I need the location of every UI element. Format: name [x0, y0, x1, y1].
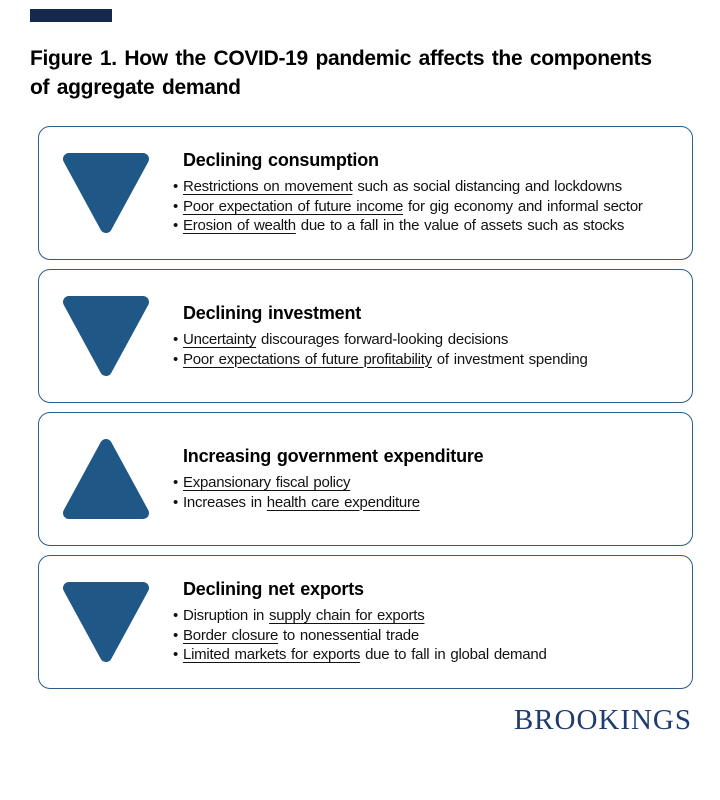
bullet-dot: • [173, 197, 179, 215]
bullet-text: Poor expectations of future profitabilit… [183, 350, 588, 368]
bullet-text: Border closure to nonessential trade [183, 626, 419, 644]
bullet-item: •Disruption in supply chain for exports [173, 606, 680, 626]
triangle-icon-column [39, 437, 173, 521]
bullet-item: •Increases in health care expenditure [173, 493, 680, 513]
figure-title: Figure 1. How the COVID-19 pandemic affe… [30, 44, 700, 102]
bullet-dot: • [173, 607, 179, 625]
box-text-column: Declining consumption •Restrictions on m… [173, 150, 692, 236]
brookings-logo: BROOKINGS [513, 704, 692, 736]
box-text-column: Declining net exports •Disruption in sup… [173, 579, 692, 665]
bullet-item: •Restrictions on movement such as social… [173, 177, 680, 197]
bullet-dot: • [173, 331, 179, 348]
bullet-item: •Erosion of wealth due to a fall in the … [173, 216, 680, 236]
triangle-down-icon [63, 582, 149, 662]
bullet-item: •Limited markets for exports due to fall… [173, 645, 680, 665]
bullet-item: •Border closure to nonessential trade [173, 626, 680, 646]
triangle-up-icon [63, 439, 149, 519]
box-declining-net-exports: Declining net exports •Disruption in sup… [38, 555, 693, 689]
bullet-item: •Expansionary fiscal policy [173, 473, 680, 493]
box-text-column: Increasing government expenditure •Expan… [173, 446, 692, 512]
bullet-dot: • [173, 493, 179, 511]
bullet-text: Uncertainty discourages forward-looking … [183, 331, 509, 348]
box-text-column: Declining investment •Uncertainty discou… [173, 303, 692, 369]
bullet-text: Expansionary fiscal policy [183, 474, 351, 491]
bullet-text: Increases in health care expenditure [183, 493, 420, 511]
bullet-item: •Poor expectations of future profitabili… [173, 350, 680, 370]
bullet-dot: • [173, 217, 179, 235]
box-heading: Declining consumption [183, 150, 379, 171]
bullet-text: Disruption in supply chain for exports [183, 607, 425, 625]
bullet-dot: • [173, 626, 179, 644]
bullet-text: Poor expectation of future income for gi… [183, 197, 643, 215]
bullet-item: •Poor expectation of future income for g… [173, 197, 680, 217]
box-heading: Declining investment [183, 303, 362, 323]
bullet-text: Limited markets for exports due to fall … [183, 646, 547, 664]
box-heading: Increasing government expenditure [183, 446, 484, 466]
bullet-text: Restrictions on movement such as social … [183, 178, 622, 196]
triangle-icon-column [39, 294, 173, 378]
bullet-dot: • [173, 178, 179, 196]
triangle-icon-column [39, 580, 173, 664]
triangle-icon-column [39, 151, 173, 235]
demand-component-boxes: Declining consumption •Restrictions on m… [38, 126, 693, 698]
bullet-dot: • [173, 474, 179, 491]
box-declining-investment: Declining investment •Uncertainty discou… [38, 269, 693, 403]
bullet-dot: • [173, 646, 179, 664]
triangle-down-icon [63, 296, 149, 376]
figure-title-line2: of aggregate demand [30, 76, 241, 99]
bullet-dot: • [173, 350, 179, 368]
bullet-item: •Uncertainty discourages forward-looking… [173, 330, 680, 350]
box-declining-consumption: Declining consumption •Restrictions on m… [38, 126, 693, 260]
figure-title-line1: Figure 1. How the COVID-19 pandemic affe… [30, 47, 652, 70]
bullet-text: Erosion of wealth due to a fall in the v… [183, 217, 625, 235]
triangle-down-icon [63, 153, 149, 233]
brand-accent-bar [30, 9, 112, 22]
box-heading: Declining net exports [183, 579, 364, 600]
box-increasing-government-expenditure: Increasing government expenditure •Expan… [38, 412, 693, 546]
